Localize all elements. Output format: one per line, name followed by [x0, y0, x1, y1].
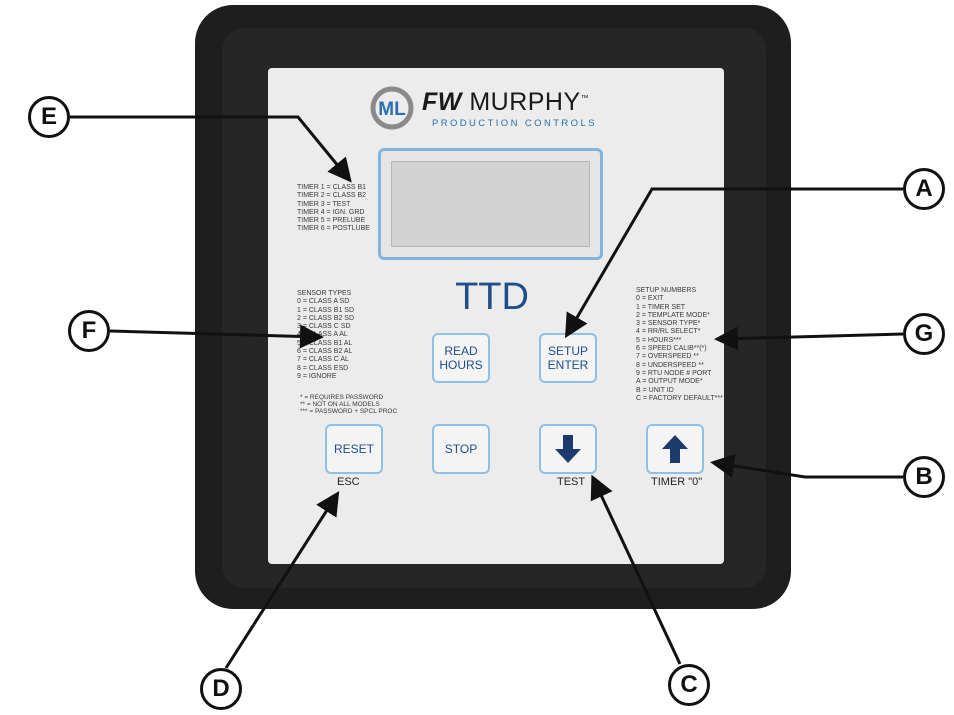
note-item: ** = NOT ON ALL MODELS [300, 401, 380, 408]
test-caption: TEST [557, 476, 586, 488]
setup-number-item: 0 = EXIT [636, 295, 664, 303]
setup-numbers-title: SETUP NUMBERS [636, 287, 697, 294]
setup-number-item: 5 = HOURS*** [636, 336, 682, 344]
sensor-type-item: 7 = CLASS C AL [297, 356, 349, 364]
brand-logo: ML FW MURPHY™ PRODUCTION CONTROLS [370, 86, 670, 136]
callout-f: F [68, 310, 110, 352]
setup-number-item: C = FACTORY DEFAULT*** [636, 394, 723, 402]
lcd-display [378, 148, 603, 260]
up-arrow-button[interactable] [646, 424, 704, 474]
brand-subtitle: PRODUCTION CONTROLS [432, 118, 597, 129]
timer-item: TIMER 2 = CLASS B2 [297, 192, 367, 200]
sensor-type-item: 4 = CLASS A AL [297, 331, 348, 339]
timer-item: TIMER 6 = POSTLUBE [297, 225, 370, 233]
brand-murphy: MURPHY [469, 88, 581, 116]
down-arrow-button[interactable] [539, 424, 597, 474]
sensor-types-legend: SENSOR TYPES 0 = CLASS A SD 1 = CLASS B1… [297, 290, 354, 381]
stop-button[interactable]: STOP [432, 424, 490, 474]
sensor-type-item: 5 = CLASS B1 AL [297, 339, 353, 347]
setup-number-item: 6 = SPEED CALIB**(*) [636, 345, 707, 353]
callout-c: C [668, 664, 710, 706]
sensor-type-item: 6 = CLASS B2 AL [297, 348, 353, 356]
ml-logo-text: ML [378, 99, 406, 120]
setup-number-item: 9 = RTU NODE # PORT [636, 369, 712, 377]
stop-label: STOP [444, 442, 478, 456]
callout-b: B [903, 456, 945, 498]
setup-enter-button[interactable]: SETUP ENTER [539, 333, 597, 383]
model-label: TTD [455, 276, 529, 318]
callout-a: A [903, 168, 945, 210]
sensor-types-title: SENSOR TYPES [297, 290, 352, 297]
setup-label: SETUP [547, 344, 588, 358]
setup-number-item: 3 = SENSOR TYPE* [636, 320, 701, 328]
timer-zero-caption: TIMER "0" [651, 476, 703, 488]
timer-legend: TIMER 1 = CLASS B1 TIMER 2 = CLASS B2 TI… [297, 184, 370, 234]
timer-item: TIMER 3 = TEST [297, 200, 351, 208]
setup-number-item: 1 = TIMER SET [636, 303, 686, 311]
password-notes: * = REQUIRES PASSWORD ** = NOT ON ALL MO… [300, 394, 397, 415]
setup-number-item: 8 = UNDERSPEED ** [636, 361, 704, 369]
sensor-type-item: 3 = CLASS C SD [297, 323, 351, 331]
read-hours-label: READ HOURS [439, 344, 482, 372]
callout-d: D [200, 668, 242, 710]
callout-g: G [903, 313, 945, 355]
note-item: * = REQUIRES PASSWORD [300, 394, 384, 401]
callout-e: E [28, 96, 70, 138]
read-label: READ [444, 344, 478, 358]
brand-name: FW MURPHY™ [422, 88, 589, 117]
read-hours-button[interactable]: READ HOURS [432, 333, 490, 383]
ml-logo-icon: ML [370, 86, 414, 130]
note-item: *** = PASSWORD + SPCL PROC [300, 408, 398, 415]
enter-label: ENTER [547, 358, 589, 372]
arrow-down-icon [555, 435, 581, 463]
sensor-type-item: 1 = CLASS B1 SD [297, 306, 355, 314]
trademark: ™ [580, 93, 590, 103]
brand-fw: FW [422, 88, 462, 116]
setup-number-item: B = UNIT ID [636, 386, 674, 394]
timer-item: TIMER 5 = PRELUBE [297, 217, 366, 225]
reset-label: RESET [333, 442, 374, 456]
timer-item: TIMER 4 = IGN. GRD [297, 208, 365, 216]
sensor-type-item: 2 = CLASS B2 SD [297, 314, 355, 322]
setup-number-item: 4 = RR/RL SELECT* [636, 328, 701, 336]
esc-caption: ESC [337, 476, 360, 488]
setup-number-item: 2 = TEMPLATE MODE* [636, 311, 710, 319]
hours-label: HOURS [439, 358, 483, 372]
setup-enter-label: SETUP ENTER [548, 344, 589, 372]
setup-number-item: A = OUTPUT MODE* [636, 378, 703, 386]
sensor-type-item: 0 = CLASS A SD [297, 298, 350, 306]
setup-number-item: 7 = OVERSPEED ** [636, 353, 699, 361]
reset-button[interactable]: RESET [325, 424, 383, 474]
sensor-type-item: 8 = CLASS ESD [297, 364, 349, 372]
timer-item: TIMER 1 = CLASS B1 [297, 184, 367, 191]
sensor-type-item: 9 = IGNORE [297, 372, 337, 380]
arrow-up-icon [662, 435, 688, 463]
setup-numbers-legend: SETUP NUMBERS 0 = EXIT 1 = TIMER SET 2 =… [636, 287, 723, 403]
lcd-screen [391, 161, 590, 247]
